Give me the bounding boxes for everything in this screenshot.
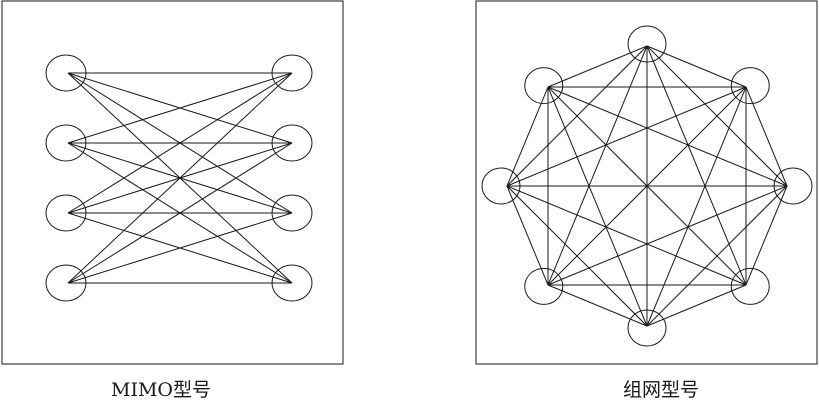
mimo-right-node: [271, 124, 313, 162]
mesh-node: [481, 167, 521, 205]
mimo-link: [67, 72, 293, 144]
mesh-panel: 组网型号: [475, 0, 818, 401]
mimo-left-node: [45, 264, 87, 302]
mesh-caption: 组网型号: [623, 379, 699, 401]
mesh-link: [646, 86, 747, 327]
mimo-left-node: [45, 54, 87, 92]
mesh-link: [646, 45, 747, 286]
mimo-nodes: [45, 54, 313, 302]
mesh-node: [524, 267, 564, 305]
mesh-node: [627, 309, 667, 347]
mesh-node: [627, 25, 667, 63]
mimo-edges: [67, 72, 293, 284]
mimo-link: [67, 72, 293, 214]
mesh-nodes: [481, 25, 813, 347]
mesh-link: [547, 86, 648, 327]
mesh-link: [506, 185, 747, 286]
mimo-right-node: [271, 54, 313, 92]
mesh-link: [547, 45, 648, 286]
mesh-link: [506, 185, 648, 327]
mimo-right-node: [271, 194, 313, 232]
mesh-link: [547, 86, 788, 187]
mesh-edges: [506, 45, 788, 327]
mimo-link: [67, 72, 293, 284]
mimo-link: [67, 212, 293, 284]
mesh-link: [547, 86, 747, 286]
mesh-node: [524, 67, 564, 105]
mimo-right-node: [271, 264, 313, 302]
mesh-node: [773, 167, 813, 205]
mimo-panel: MIMO型号: [1, 0, 344, 401]
mesh-node: [730, 267, 770, 305]
mimo-left-node: [45, 194, 87, 232]
mimo-link: [67, 142, 293, 284]
mesh-link: [506, 86, 747, 187]
mesh-frame: [475, 0, 818, 365]
mimo-frame: [1, 0, 344, 365]
mimo-left-node: [45, 124, 87, 162]
mimo-caption: MIMO型号: [111, 379, 211, 401]
mesh-node: [730, 67, 770, 105]
mesh-link: [547, 185, 788, 286]
